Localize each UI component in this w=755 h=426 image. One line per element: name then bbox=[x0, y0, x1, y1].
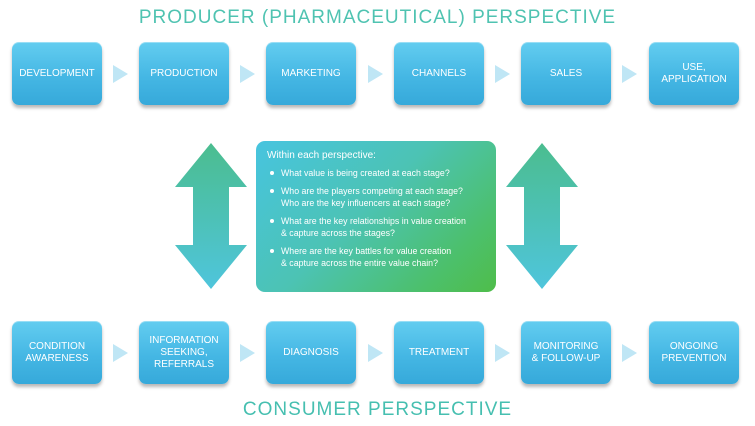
question-line: Who are the key influencers at each stag… bbox=[281, 198, 451, 208]
stage-monitoring-follow-up: MONITORING & FOLLOW-UP bbox=[521, 321, 611, 384]
stage-development: DEVELOPMENT bbox=[12, 42, 102, 105]
question-line: Where are the key battles for value crea… bbox=[281, 246, 452, 256]
chevron-right-icon bbox=[622, 65, 637, 83]
chevron-right-icon bbox=[368, 344, 383, 362]
question-line: What are the key relationships in value … bbox=[281, 216, 466, 226]
stage-treatment: TREATMENT bbox=[394, 321, 484, 384]
list-item: Who are the players competing at each st… bbox=[267, 185, 486, 209]
chevron-right-icon bbox=[495, 344, 510, 362]
panel-heading: Within each perspective: bbox=[267, 150, 376, 161]
stage-sales: SALES bbox=[521, 42, 611, 105]
stage-condition-awareness: CONDITION AWARENESS bbox=[12, 321, 102, 384]
stage-marketing: MARKETING bbox=[266, 42, 356, 105]
chevron-right-icon bbox=[113, 344, 128, 362]
chevron-right-icon bbox=[368, 65, 383, 83]
perspective-questions-panel: Within each perspective: What value is b… bbox=[256, 141, 496, 292]
producer-stage-row: DEVELOPMENT PRODUCTION MARKETING CHANNEL… bbox=[0, 42, 755, 108]
chevron-right-icon bbox=[622, 344, 637, 362]
question-line: & capture across the stages? bbox=[281, 228, 395, 238]
stage-channels: CHANNELS bbox=[394, 42, 484, 105]
producer-perspective-title: PRODUCER (PHARMACEUTICAL) PERSPECTIVE bbox=[138, 7, 617, 28]
list-item: What are the key relationships in value … bbox=[267, 215, 486, 239]
stage-use-application: USE, APPLICATION bbox=[649, 42, 739, 105]
chevron-right-icon bbox=[495, 65, 510, 83]
stage-ongoing-prevention: ONGOING PREVENTION bbox=[649, 321, 739, 384]
list-item: What value is being created at each stag… bbox=[267, 167, 486, 179]
stage-production: PRODUCTION bbox=[139, 42, 229, 105]
question-list: What value is being created at each stag… bbox=[267, 167, 486, 269]
vertical-double-arrow-icon bbox=[506, 143, 578, 289]
question-line: Who are the players competing at each st… bbox=[281, 186, 463, 196]
consumer-perspective-title: CONSUMER PERSPECTIVE bbox=[242, 399, 513, 420]
chevron-right-icon bbox=[240, 344, 255, 362]
chevron-right-icon bbox=[240, 65, 255, 83]
consumer-stage-row: CONDITION AWARENESS INFORMATION SEEKING,… bbox=[0, 321, 755, 387]
question-line: & capture across the entire value chain? bbox=[281, 258, 438, 268]
list-item: Where are the key battles for value crea… bbox=[267, 245, 486, 269]
chevron-right-icon bbox=[113, 65, 128, 83]
stage-diagnosis: DIAGNOSIS bbox=[266, 321, 356, 384]
stage-information-seeking: INFORMATION SEEKING, REFERRALS bbox=[139, 321, 229, 384]
question-line: What value is being created at each stag… bbox=[281, 168, 450, 178]
vertical-double-arrow-icon bbox=[175, 143, 247, 289]
